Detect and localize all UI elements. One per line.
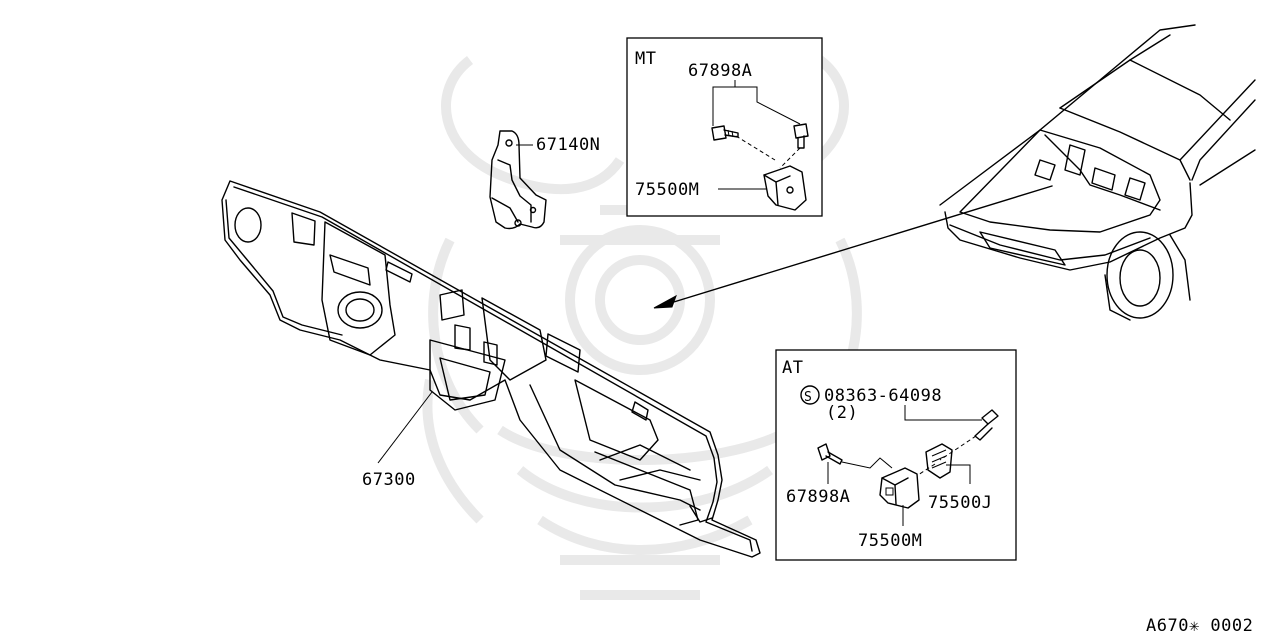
at-label-08363-64098: 08363-64098: [824, 386, 942, 406]
at-label-75500m: 75500M: [858, 531, 922, 551]
dash-insulator-67300: [221, 180, 761, 558]
at-label-75500j: 75500J: [928, 493, 992, 513]
bracket-67140n: [489, 130, 547, 230]
mt-title: MT: [635, 49, 656, 69]
mt-label-67898a: 67898A: [688, 61, 752, 81]
s-symbol-icon: [800, 385, 820, 405]
at-title: AT: [782, 358, 803, 378]
at-s-symbol: S: [804, 390, 812, 405]
at-inset: [775, 349, 1017, 561]
at-label-67898a: 67898A: [786, 487, 850, 507]
label-67300: 67300: [362, 470, 416, 490]
label-67140n: 67140N: [536, 135, 600, 155]
location-arrow: [653, 185, 1053, 309]
leader-67300: [377, 391, 433, 464]
mt-inset: [626, 37, 823, 217]
car-illustration: [939, 24, 1256, 321]
at-label-qty: (2): [826, 403, 858, 423]
figure-code: A670✳ 0002: [1146, 616, 1253, 636]
mt-label-75500m: 75500M: [635, 180, 699, 200]
